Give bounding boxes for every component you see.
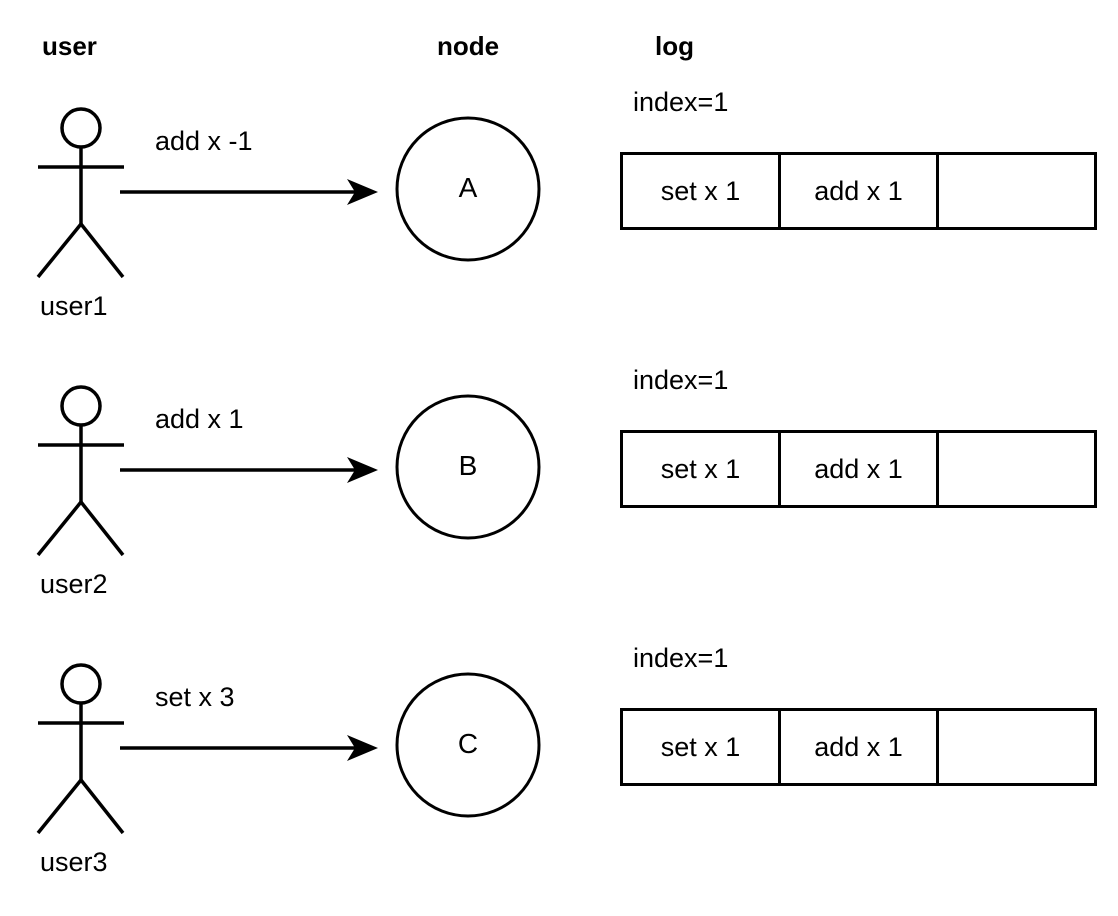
message-label: add x 1 — [155, 404, 244, 434]
log-cell: add x 1 — [781, 433, 939, 505]
log-cell: add x 1 — [781, 711, 939, 783]
log-index-label: index=1 — [633, 643, 729, 673]
actor-label: user3 — [40, 847, 108, 877]
node-circle — [395, 116, 541, 262]
node-label: C — [457, 728, 479, 759]
message-label: set x 3 — [155, 682, 235, 712]
log-table: set x 1 add x 1 — [620, 152, 1097, 230]
arrow-right-icon — [120, 179, 378, 205]
column-header-node: node — [437, 31, 500, 61]
log-cell: set x 1 — [623, 433, 781, 505]
actor-label: user1 — [40, 291, 108, 321]
log-cell-empty — [939, 433, 1094, 505]
stick-figure-icon — [36, 663, 125, 835]
stick-figure-icon — [36, 385, 125, 557]
log-cell: add x 1 — [781, 155, 939, 227]
log-cell: set x 1 — [623, 711, 781, 783]
column-header-user: user — [42, 31, 97, 61]
node-circle — [395, 672, 541, 818]
message-label: add x -1 — [155, 126, 253, 156]
column-header-log: log — [655, 31, 694, 61]
log-cell-empty — [939, 155, 1094, 227]
node-label: B — [458, 450, 478, 481]
log-table: set x 1 add x 1 — [620, 708, 1097, 786]
arrow-right-icon — [120, 735, 378, 761]
stick-figure-icon — [36, 107, 125, 279]
log-index-label: index=1 — [633, 365, 729, 395]
node-label: A — [458, 172, 478, 203]
log-cell-empty — [939, 711, 1094, 783]
log-table: set x 1 add x 1 — [620, 430, 1097, 508]
log-cell: set x 1 — [623, 155, 781, 227]
diagram-row: user3 set x 3 C index=1 set x 1 add x 1 — [0, 556, 1118, 876]
actor-label: user2 — [40, 569, 108, 599]
arrow-right-icon — [120, 457, 378, 483]
diagram-row: user1 add x -1 A index=1 set x 1 add x 1 — [0, 0, 1118, 320]
node-circle — [395, 394, 541, 540]
diagram-row: user2 add x 1 B index=1 set x 1 add x 1 — [0, 278, 1118, 598]
log-index-label: index=1 — [633, 87, 729, 117]
